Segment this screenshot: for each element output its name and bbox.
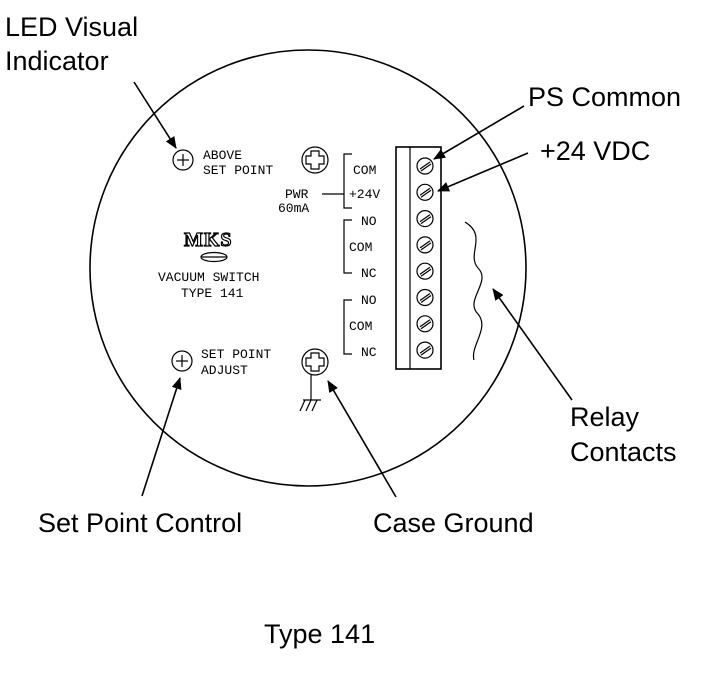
terminal-label: NC: [361, 266, 377, 281]
relay-contacts-callout: Contacts: [570, 437, 677, 467]
terminal-label: +24V: [349, 187, 380, 202]
terminal-screws: [416, 157, 434, 359]
terminal-label: NO: [361, 214, 377, 229]
set-point-control-leader: [141, 377, 182, 497]
set-point-adjust-label: SET POINT: [201, 347, 271, 362]
ground-symbol: [299, 375, 321, 412]
relay-contacts-leader: [492, 288, 573, 401]
pwr-current-label: 60mA: [278, 201, 309, 216]
terminal-screw: [416, 157, 434, 175]
terminal-label: COM: [349, 319, 372, 334]
terminal-block: [395, 146, 442, 370]
figure-caption: Type 141: [264, 619, 375, 649]
led-indicator-callout: Indicator: [5, 46, 109, 76]
terminal-label: COM: [349, 240, 372, 255]
case-ground-callout: Case Ground: [373, 508, 534, 538]
plus24-leader: [437, 152, 529, 192]
set-point-control-callout: Set Point Control: [38, 508, 242, 538]
terminal-screw: [416, 183, 434, 201]
case-ground-leader: [327, 380, 397, 498]
set-point-label: SET POINT: [203, 163, 273, 178]
relay-contacts-brace: [464, 221, 483, 361]
terminal-label: NC: [361, 345, 377, 360]
mks-logo: MKS: [183, 228, 233, 263]
product-name: VACUUM SWITCH: [158, 270, 259, 285]
relay-bracket-lower: [343, 299, 352, 355]
terminal-screw: [416, 341, 434, 359]
product-type: TYPE 141: [181, 286, 244, 301]
terminal-screw: [416, 210, 434, 228]
terminal-screw: [416, 236, 434, 254]
ps-common-leader: [433, 105, 525, 160]
set-point-adjust-knob: [171, 350, 193, 372]
relay-bracket-upper: [343, 219, 352, 274]
relay-contacts-callout: Relay: [570, 402, 640, 432]
terminal-screw: [416, 288, 434, 307]
adjust-label: ADJUST: [201, 363, 248, 378]
terminal-screw: [416, 262, 434, 280]
led-indicator-leader: [133, 81, 177, 149]
pwr-label: PWR: [285, 187, 309, 202]
case-ground-screw: [301, 348, 329, 376]
upper-panel-screw: [301, 146, 329, 174]
power-bracket: [322, 153, 352, 209]
terminal-label: NO: [361, 293, 377, 308]
led-indicator: [172, 149, 194, 171]
led-indicator-callout: LED Visual: [5, 12, 138, 42]
plus24-callout: +24 VDC: [540, 136, 650, 166]
terminal-screw: [416, 315, 434, 333]
terminal-label: COM: [353, 163, 376, 178]
above-label: ABOVE: [203, 148, 242, 163]
ps-common-callout: PS Common: [528, 82, 681, 112]
svg-text:MKS: MKS: [184, 229, 233, 251]
switch-housing-circle: [89, 49, 527, 487]
